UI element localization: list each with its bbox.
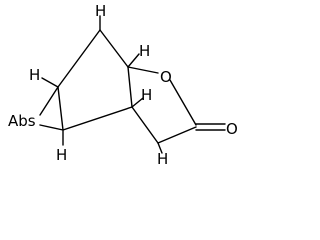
hydrogen-center-label: H bbox=[141, 86, 152, 104]
bond-ch2-to-bridgehead-right bbox=[131, 106, 159, 144]
bond-h-right-bridge bbox=[127, 53, 140, 68]
hydrogen-bottom-label: H bbox=[157, 150, 168, 167]
bond-upper-right-to-ring-oxygen bbox=[127, 66, 159, 74]
hydrogen-left-lower-label: H bbox=[56, 146, 67, 164]
epoxide-abs-label: Abs bbox=[8, 112, 36, 130]
bond-h-center bbox=[131, 97, 144, 108]
bond-bridge-top-to-upper-right bbox=[99, 29, 129, 68]
bond-epoxide-upper-to-bridge-top bbox=[57, 29, 101, 88]
bond-bridgehead-right-to-upper-right bbox=[127, 66, 133, 108]
bond-h-bottom bbox=[157, 142, 163, 154]
molecule-structure: O O Abs H H H H H H bbox=[8, 2, 238, 167]
carbonyl-oxygen-label: O bbox=[226, 120, 238, 138]
hydrogen-right-bridge-label: H bbox=[139, 42, 150, 60]
bond-h-left-upper bbox=[41, 77, 59, 88]
bond-ring-oxygen-to-carbonyl-carbon bbox=[169, 79, 197, 126]
bond-carbonyl-carbon-to-ch2 bbox=[157, 126, 197, 144]
hydrogen-top-label: H bbox=[95, 2, 106, 20]
bond-bridgehead-right-to-epoxide-lower bbox=[62, 106, 133, 131]
bond-epoxide-upper-to-abs bbox=[39, 86, 59, 116]
bond-epoxide-lower-to-abs bbox=[39, 124, 64, 131]
bond-epoxide-lower-to-epoxide-upper bbox=[57, 86, 64, 131]
hydrogen-left-upper-label: H bbox=[29, 66, 40, 84]
ring-oxygen-label: O bbox=[160, 68, 172, 86]
